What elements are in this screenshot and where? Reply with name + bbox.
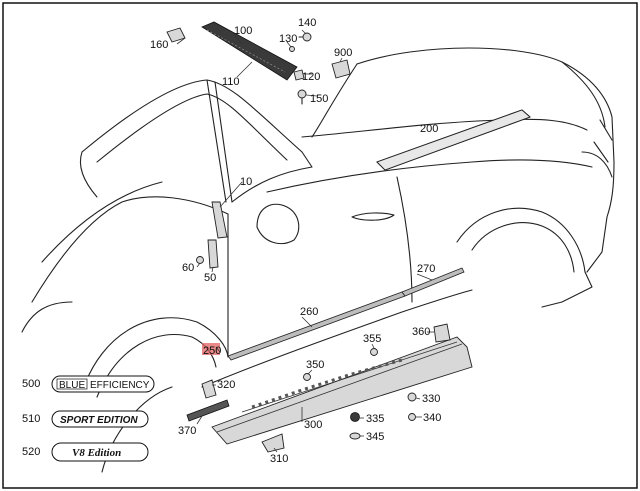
part-130-grommet	[289, 46, 295, 52]
rear-pillar	[311, 63, 358, 138]
label-350: 350	[306, 359, 324, 371]
part-60-clip	[196, 256, 204, 264]
rear-wheel-arch-inner	[471, 222, 575, 273]
side-mirror	[256, 203, 300, 244]
rocker-lower-line	[201, 289, 473, 388]
part-355-clip	[370, 348, 378, 356]
badge-520-frame	[51, 442, 149, 462]
badge-510-text: SPORT EDITION	[60, 415, 138, 426]
car-rear-upper-line	[356, 47, 615, 218]
rear-bumper	[586, 216, 608, 273]
leader-lines	[176, 29, 434, 453]
label-140: 140	[298, 17, 316, 29]
part-150-screw	[297, 89, 307, 105]
badge-500-efficiency-text: EFFICIENCY	[90, 380, 150, 391]
a-pillar	[206, 79, 233, 203]
part-100-windshield-trim	[201, 21, 298, 81]
part-350-clip	[303, 373, 311, 381]
badge-500: 500 BLUE EFFICIENCY	[22, 375, 155, 393]
dash-line	[231, 151, 313, 203]
label-500: 500	[22, 378, 40, 390]
label-260: 260	[300, 306, 318, 318]
door-rear-edge	[396, 176, 413, 303]
badge-510: 510 SPORT EDITION	[22, 410, 149, 428]
front-headlight-line	[21, 301, 73, 333]
label-150: 150	[310, 93, 328, 105]
part-200-molding	[376, 109, 531, 171]
hood-crease	[41, 181, 163, 263]
label-310: 310	[270, 453, 288, 465]
part-340-washer	[408, 413, 416, 421]
label-520: 520	[22, 446, 40, 458]
label-200: 200	[420, 123, 438, 135]
windshield-top	[81, 79, 303, 153]
badge-510-frame	[51, 410, 149, 428]
label-510: 510	[22, 413, 40, 425]
label-355: 355	[363, 333, 381, 345]
part-330-nut	[407, 392, 417, 402]
label-60: 60	[182, 262, 194, 274]
badge-500-blue-text: BLUE	[59, 380, 85, 391]
label-130: 130	[279, 33, 297, 45]
belt-line	[301, 118, 588, 138]
badge-520-text: V8 Edition	[72, 447, 121, 459]
part-300-rocker-panel	[211, 336, 473, 445]
hood-line	[31, 196, 229, 303]
windshield-inner	[96, 93, 288, 163]
part-360-bracket	[433, 323, 451, 343]
part-310-bracket	[261, 433, 285, 453]
part-270-molding	[401, 267, 465, 297]
part-335-clip	[350, 412, 360, 422]
car-tail-line	[581, 151, 613, 178]
label-900: 900	[334, 47, 352, 59]
door-shoulder-line	[266, 159, 593, 193]
windshield-base-left	[79, 151, 98, 198]
label-345: 345	[366, 431, 384, 443]
label-110: 110	[222, 76, 240, 88]
label-360: 360	[412, 326, 430, 338]
label-370: 370	[178, 425, 196, 437]
label-300: 300	[304, 419, 322, 431]
label-160: 160	[150, 39, 168, 51]
car-rear-window-line	[561, 61, 606, 128]
part-345-grommet	[349, 432, 361, 440]
rear-bumper-lower	[541, 271, 593, 308]
label-330: 330	[422, 393, 440, 405]
door-handle	[351, 212, 395, 221]
badge-500-blue-box	[56, 378, 88, 390]
label-250: 250	[203, 345, 221, 357]
part-number-labels: 100 160 140 130 900 120 150 110 200 10 6…	[150, 17, 441, 465]
label-320: 320	[217, 379, 235, 391]
label-100: 100	[234, 25, 252, 37]
badge-520: 520 V8 Edition	[22, 442, 149, 462]
part-120-clip	[293, 69, 305, 81]
part-900-bracket	[331, 59, 351, 79]
label-120: 120	[302, 71, 320, 83]
part-260-molding	[227, 291, 406, 361]
label-10: 10	[240, 176, 252, 188]
rear-wheel-arch	[456, 207, 586, 273]
label-340: 340	[423, 412, 441, 424]
label-270: 270	[417, 263, 435, 275]
front-wheel-arch	[81, 317, 229, 393]
part-370-strip	[186, 399, 230, 422]
label-50: 50	[204, 272, 216, 284]
part-140-screw	[298, 32, 312, 42]
part-320-bracket	[201, 379, 217, 399]
part-10-pillar-trim	[211, 201, 228, 239]
part-250-highlight	[202, 343, 220, 355]
label-335: 335	[366, 413, 384, 425]
part-50-bracket	[207, 239, 219, 269]
car-tail-light	[593, 119, 613, 163]
